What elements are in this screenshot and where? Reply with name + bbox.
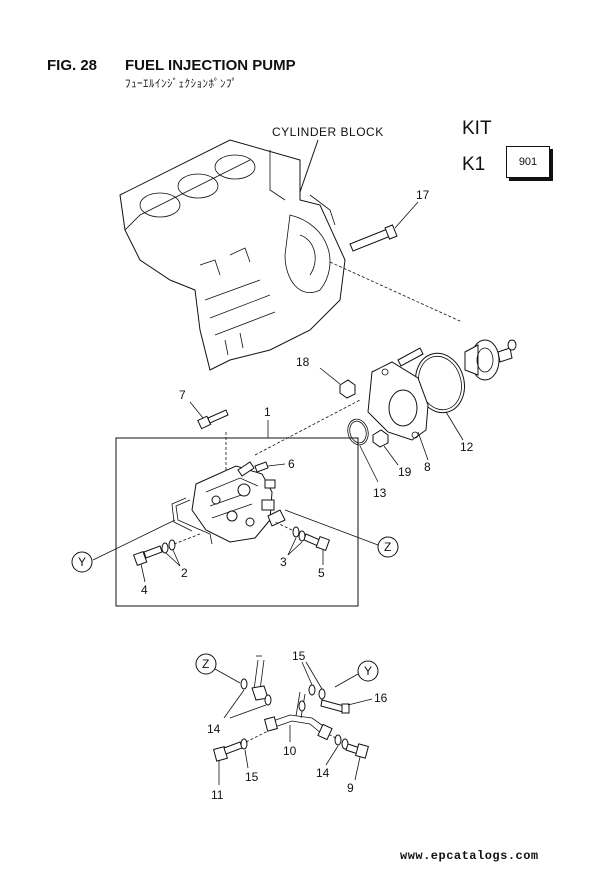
callout-15a: 15 [292, 649, 306, 663]
fuel-pipe-10[interactable] [264, 691, 333, 741]
bolt-16[interactable] [320, 699, 350, 714]
flange-8[interactable] [367, 361, 429, 441]
washer-15b[interactable] [318, 688, 326, 700]
drive-gear[interactable] [464, 339, 517, 381]
kit-k1-label: K1 [462, 154, 486, 175]
callout-18: 18 [296, 355, 310, 369]
kit-k1-value: 901 [518, 156, 538, 168]
injection-pump-body[interactable] [171, 461, 286, 545]
washer-15c[interactable] [298, 700, 306, 712]
kit-label: KIT [462, 118, 492, 139]
ref-y-label-lower: Y [364, 664, 372, 678]
washer-14c[interactable] [334, 734, 342, 746]
nut-19[interactable] [372, 429, 389, 448]
callout-16: 16 [374, 691, 388, 705]
ref-z-label-lower: Z [202, 657, 209, 671]
washer-2a[interactable] [161, 542, 169, 554]
washer-15a[interactable] [308, 684, 316, 696]
washer-14a[interactable] [240, 678, 248, 690]
callout-17: 17 [416, 188, 430, 202]
callout-8: 8 [424, 460, 431, 474]
callout-13: 13 [373, 486, 387, 500]
callout-7: 7 [179, 388, 186, 402]
footer-watermark: www.epcatalogs.com [400, 849, 539, 863]
kit-k1-box[interactable]: 901 [506, 146, 550, 178]
ref-y-circle-lower [357, 660, 379, 682]
bolt-7[interactable] [197, 409, 229, 430]
figure-title: FUEL INJECTION PUMP [125, 57, 296, 74]
callout-4: 4 [141, 583, 148, 597]
pump-assembly-box [115, 437, 359, 607]
cylinder-block-label: CYLINDER BLOCK [272, 125, 384, 139]
callout-2: 2 [181, 566, 188, 580]
bolt-6[interactable] [254, 461, 269, 473]
callout-5: 5 [318, 566, 325, 580]
ref-z-circle-upper [377, 536, 399, 558]
callout-1: 1 [264, 405, 271, 419]
figure-number: FIG. 28 [47, 57, 98, 74]
washer-3a[interactable] [292, 526, 300, 538]
washer-14b[interactable] [264, 694, 272, 706]
nut-18[interactable] [339, 379, 356, 399]
ref-y-circle-upper [71, 551, 93, 573]
bolt-5[interactable] [303, 533, 331, 551]
cylinder-block-leader [299, 139, 319, 193]
callout-6: 6 [288, 457, 295, 471]
cylinder-block-drawing [119, 139, 346, 371]
callout-19: 19 [398, 465, 412, 479]
bolt-4[interactable] [132, 545, 163, 566]
callout-12: 12 [460, 440, 474, 454]
ref-z-circle-lower [195, 653, 217, 675]
washer-15d[interactable] [240, 738, 248, 750]
bolt-17[interactable] [349, 224, 398, 252]
o-ring-13[interactable] [345, 417, 371, 447]
figure-subtitle: ﾌｭｰｴﾙｲﾝｼﾞｪｸｼｮﾝﾎﾟﾝﾌﾟ [125, 78, 238, 90]
bolt-11[interactable] [213, 741, 243, 762]
callout-9: 9 [347, 781, 354, 795]
callout-11: 11 [211, 788, 224, 802]
washer-2b[interactable] [168, 539, 176, 551]
bolt-9[interactable] [345, 743, 369, 759]
callout-14b: 14 [316, 766, 330, 780]
callout-3: 3 [280, 555, 287, 569]
callout-14a: 14 [207, 722, 221, 736]
callout-10: 10 [283, 744, 297, 758]
callout-15b: 15 [245, 770, 259, 784]
ref-z-label-upper: Z [384, 540, 391, 554]
ref-y-label-upper: Y [78, 555, 86, 569]
